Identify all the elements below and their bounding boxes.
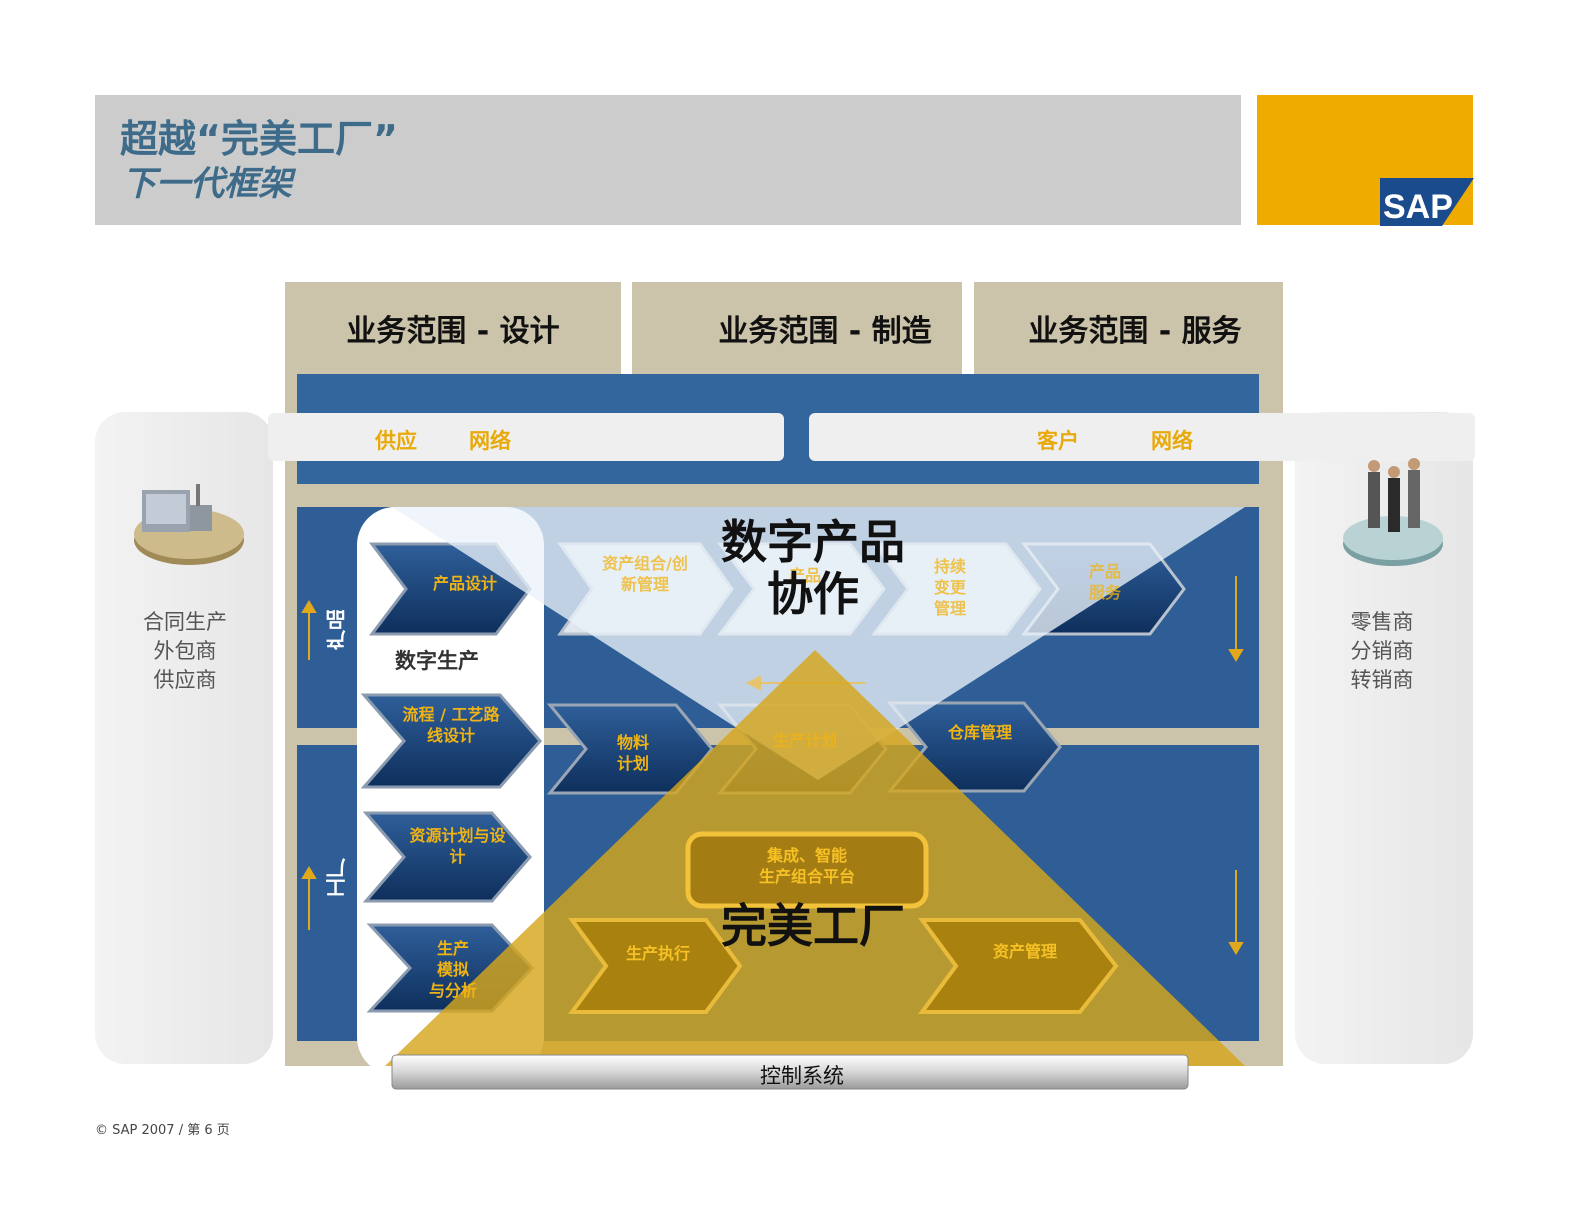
svg-text:SAP: SAP	[1383, 188, 1453, 226]
footer-copyright: © SAP 2007 / 第 6 页	[95, 1123, 230, 1138]
page-title: 超越“完美工厂”	[120, 117, 398, 161]
customer-network-label: 网络	[1151, 429, 1193, 453]
step-asset-management: 资产管理	[992, 942, 1057, 961]
chevron-resource-planning	[362, 811, 532, 903]
perfect-factory-title: 完美工厂	[721, 899, 905, 953]
control-system-bar	[391, 1054, 1189, 1090]
platform-label: 集成、智能 生产组合平台	[758, 846, 855, 886]
chevron-process-design	[360, 693, 542, 789]
step-product: 产品	[788, 566, 821, 585]
step-portfolio: 资产组合/创 新管理	[602, 554, 688, 594]
customer-network-bar	[809, 413, 1475, 461]
people-icon	[1343, 458, 1443, 566]
column-manufacturing: 业务范围 - 制造	[718, 314, 932, 349]
control-system-label: 控制系统	[760, 1064, 844, 1088]
page-subtitle: 下一代框架	[122, 164, 292, 204]
right-partners: 零售商 分销商 转销商	[1350, 610, 1414, 692]
step-product-design: 产品设计	[432, 574, 497, 593]
step-resource-planning: 资源计划与设 计	[409, 826, 506, 866]
step-material-planning: 物料 计划	[616, 733, 649, 773]
chevron-production-execution	[568, 918, 743, 1014]
collaboration-triangle	[392, 507, 1245, 780]
chevron-asset-management	[918, 918, 1119, 1014]
factory-icon	[134, 484, 244, 565]
step-warehouse: 仓库管理	[947, 723, 1012, 742]
left-partners: 合同生产 外包商 供应商	[143, 610, 227, 692]
left-panel	[95, 412, 273, 1064]
supply-label: 供应	[375, 429, 417, 453]
step-process-design: 流程 / 工艺路 线设计	[402, 705, 500, 745]
supply-network-label: 网络	[469, 429, 511, 453]
column-design: 业务范围 - 设计	[346, 314, 560, 349]
header-bar	[95, 95, 1241, 225]
step-change-mgmt: 持续 变更 管理	[933, 557, 966, 618]
column-service: 业务范围 - 服务	[1028, 314, 1242, 349]
sap-logo: SAP	[1380, 178, 1474, 226]
platform-box	[685, 831, 929, 909]
axis-product: 产品	[325, 610, 349, 650]
supply-network-bar	[268, 413, 784, 461]
step-simulation: 生产 模拟 与分析	[428, 939, 477, 1000]
step-production-execution: 生产执行	[625, 944, 690, 963]
digital-production-label: 数字生产	[395, 649, 479, 673]
customer-label: 客户	[1037, 429, 1079, 453]
step-production-planning: 生产计划	[772, 731, 837, 750]
axis-plant: 工厂	[325, 858, 349, 898]
collaboration-title: 数字产品 协作	[721, 515, 905, 621]
step-product-service: 产品 服务	[1088, 562, 1121, 602]
right-panel	[1295, 412, 1473, 1064]
